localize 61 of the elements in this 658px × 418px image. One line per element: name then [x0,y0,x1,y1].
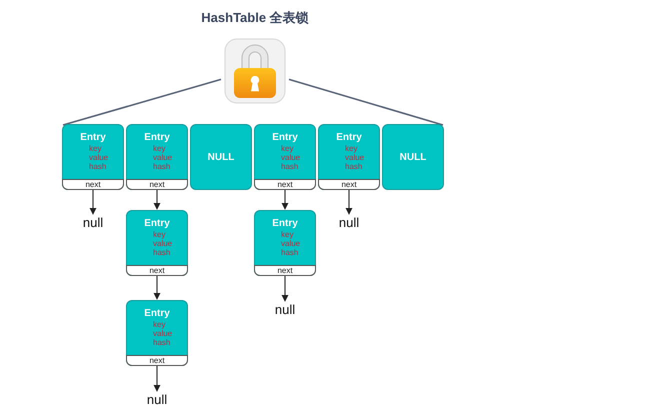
null-label: null [334,215,364,231]
next-pointer-field: next [62,179,124,190]
field-label: key [281,144,294,153]
next-pointer-field: next [126,355,188,366]
arrow [282,276,288,302]
connector-line [288,78,444,126]
arrow [154,190,160,210]
entry-box [126,210,188,276]
field-label: hash [153,162,170,171]
arrow [154,276,160,300]
field-label: key [281,230,294,239]
field-label: hash [345,162,362,171]
arrow [346,190,352,215]
null-label: NULL [398,152,428,164]
field-label: value [153,329,172,338]
bucket-box [382,124,444,190]
entry-label: Entry [143,132,171,143]
next-pointer-field: next [126,179,188,190]
entry-label: Entry [143,218,171,229]
next-pointer-field: next [254,179,316,190]
entry-box [318,124,380,190]
entry-label: Entry [335,132,363,143]
entry-label: Entry [271,132,299,143]
field-label: value [89,153,108,162]
null-label: null [78,215,108,231]
arrow [282,190,288,210]
null-label: null [270,302,300,318]
field-label: hash [153,338,170,347]
connector-line [62,78,222,126]
field-label: hash [153,248,170,257]
arrow [90,190,96,215]
field-label: hash [89,162,106,171]
arrow [154,366,160,392]
field-label: hash [281,162,298,171]
entry-label: Entry [79,132,107,143]
entry-box [254,210,316,276]
field-label: hash [281,248,298,257]
entry-label: Entry [143,308,171,319]
next-pointer-field: next [126,265,188,276]
field-label: value [153,239,172,248]
field-label: key [89,144,102,153]
null-label: null [142,392,172,408]
field-label: value [281,239,300,248]
entry-label: Entry [271,218,299,229]
field-label: value [345,153,364,162]
field-label: key [345,144,358,153]
field-label: key [153,230,166,239]
bucket-box [190,124,252,190]
entry-box [126,300,188,366]
field-label: key [153,144,166,153]
entry-box [126,124,188,190]
diagram-title: HashTable 全表锁 [200,9,310,27]
lock-icon [222,36,288,106]
field-label: key [153,320,166,329]
next-pointer-field: next [254,265,316,276]
entry-box [62,124,124,190]
null-label: NULL [206,152,236,164]
next-pointer-field: next [318,179,380,190]
entry-box [254,124,316,190]
field-label: value [281,153,300,162]
field-label: value [153,153,172,162]
